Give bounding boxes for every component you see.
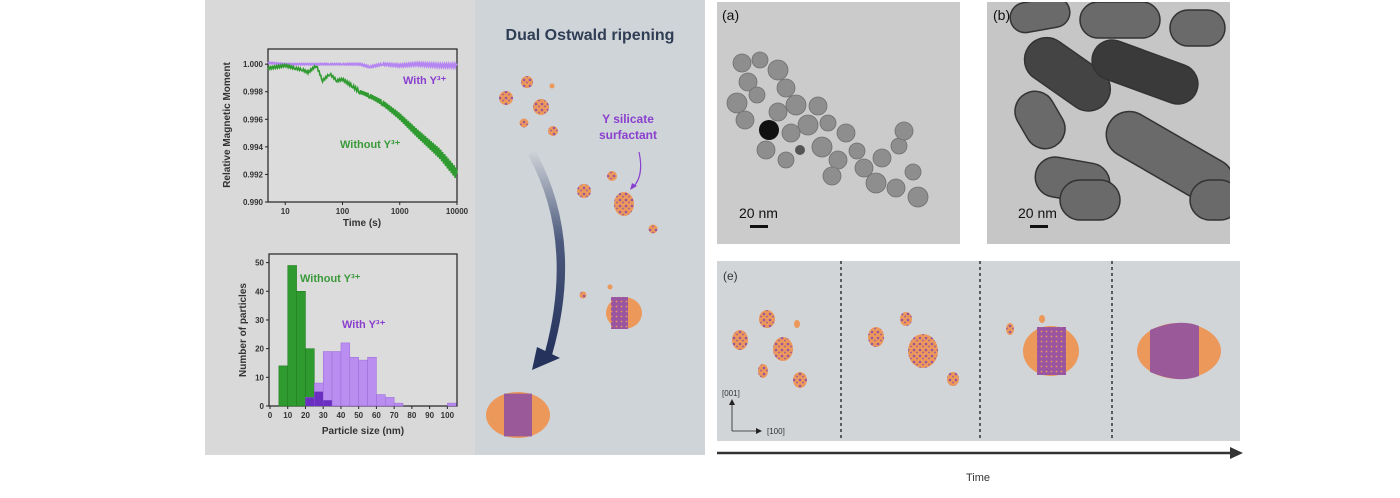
chart2-xtick-label: 80	[407, 411, 416, 420]
histogram-bar-with	[447, 402, 457, 407]
chart1-xtick-label: 100	[336, 207, 350, 216]
histogram-bar-with	[340, 342, 351, 407]
chart1-ytick-label: 0.998	[243, 88, 264, 97]
chart1-annotation-with: With Y³⁺	[403, 75, 447, 87]
ripening-arrow	[528, 150, 566, 355]
chart2-ylabel: Number of particles	[238, 283, 249, 377]
surfactant-label-line2: surfactant	[599, 128, 657, 142]
surfactant-pointer-arrowhead	[630, 183, 637, 190]
tem-a-scale-bar	[750, 225, 768, 228]
histogram-bar-with	[349, 356, 359, 407]
tem-a-scale-text: 20 nm	[739, 205, 778, 221]
chart1-series-line	[267, 60, 458, 71]
axis-001-arrowhead	[729, 399, 735, 405]
simulation-panel-e: (e) [001] [100]	[717, 261, 1240, 441]
particles-stage-3	[579, 284, 642, 329]
ripening-panel	[475, 0, 705, 455]
histogram-bar-without	[278, 365, 288, 407]
chart2-ytick-label: 30	[255, 316, 264, 325]
chart1-xtick-label: 10	[281, 207, 290, 216]
chart2-xtick-label: 40	[336, 411, 345, 420]
chart2-ytick-label: 0	[260, 402, 265, 411]
histogram-bar-without	[287, 265, 297, 407]
final-particle	[486, 392, 550, 438]
chart2-xtick-label: 60	[372, 411, 381, 420]
surfactant-label-line1: Y silicate	[602, 112, 654, 126]
histogram-bar-with	[331, 351, 342, 407]
chart2-xtick-label: 100	[441, 411, 455, 420]
histogram-bar-overlap	[323, 400, 333, 406]
ripening-arrowhead	[532, 347, 560, 370]
chart1-ylabel: Relative Magnetic Moment	[222, 62, 233, 188]
tem-b-scale-text: 20 nm	[1018, 205, 1057, 221]
chart2-annotation-without: Without Y³⁺	[300, 273, 361, 285]
histogram-bar-with	[322, 351, 333, 407]
particles-stage-1	[499, 76, 558, 136]
time-label: Time	[966, 472, 990, 484]
tem-b-label: (b)	[993, 7, 1010, 23]
histogram-bar-with	[367, 356, 377, 407]
chart2-ytick-label: 10	[255, 373, 264, 382]
tem-b-scale-bar	[1030, 225, 1048, 228]
chart2-xtick-label: 0	[268, 411, 273, 420]
histogram-bar-with	[385, 397, 395, 407]
sim-stage-2	[868, 312, 959, 386]
particles-stage-2	[577, 171, 658, 234]
chart1-ytick-label: 0.994	[243, 143, 264, 152]
sim-stage-4	[1137, 322, 1221, 380]
chart2-ytick-label: 40	[255, 287, 264, 296]
chart1-xlabel: Time (s)	[343, 218, 381, 229]
chart1-xtick-label: 10000	[446, 207, 469, 216]
chart1-ytick-label: 0.990	[243, 198, 264, 207]
magnetic-moment-chart: 0.990 0.992 0.994 0.996 0.998 1.000 10 100 1000 1…	[222, 48, 469, 229]
histogram-bar-overlap	[314, 391, 324, 406]
chart1-xtick-label: 1000	[391, 207, 409, 216]
histogram-bar-with	[358, 359, 368, 407]
chart1-plot-area	[267, 48, 458, 203]
panel-e-label: (e)	[723, 269, 738, 283]
histogram-bar-overlap	[305, 397, 315, 406]
tem-a-label: (a)	[722, 7, 739, 23]
tem-image-a: (a) 20 nm	[717, 2, 960, 244]
chart1-ytick-label: 1.000	[243, 60, 264, 69]
chart2-ytick-label: 50	[255, 259, 264, 268]
tem-image-b: (b) 20 nm	[987, 2, 1230, 244]
chart1-annotation-without: Without Y³⁺	[340, 139, 401, 151]
chart2-xtick-label: 70	[390, 411, 399, 420]
histogram-bar-with	[376, 394, 386, 407]
axis-100-arrowhead	[756, 428, 762, 434]
chart2-xtick-label: 90	[425, 411, 434, 420]
chart2-xtick-label: 10	[283, 411, 292, 420]
sim-stage-3	[1006, 315, 1079, 376]
chart2-xtick-label: 20	[301, 411, 310, 420]
axis-001-label: [001]	[722, 389, 740, 398]
particle-size-histogram: 0 10 20 30 40 50 0 10 20 30 40 50 60 70 80 90 100 Number…	[238, 253, 458, 437]
chart1-series-line	[267, 62, 458, 179]
sim-stage-1	[732, 310, 807, 388]
axis-100-label: [100]	[767, 427, 785, 436]
chart2-xtick-label: 50	[354, 411, 363, 420]
chart1-ytick-label: 0.996	[243, 115, 264, 124]
chart2-xlabel: Particle size (nm)	[322, 426, 404, 437]
chart2-xtick-label: 30	[319, 411, 328, 420]
ripening-title: Dual Ostwald ripening	[506, 27, 675, 44]
histogram-bar-with	[393, 402, 404, 407]
chart1-ytick-label: 0.992	[243, 170, 264, 179]
time-arrowhead	[1230, 447, 1243, 459]
surfactant-pointer-arrow	[633, 151, 642, 187]
chart2-annotation-with: With Y³⁺	[342, 319, 386, 331]
chart2-ytick-label: 20	[255, 345, 264, 354]
histogram-bar-without	[296, 291, 306, 407]
